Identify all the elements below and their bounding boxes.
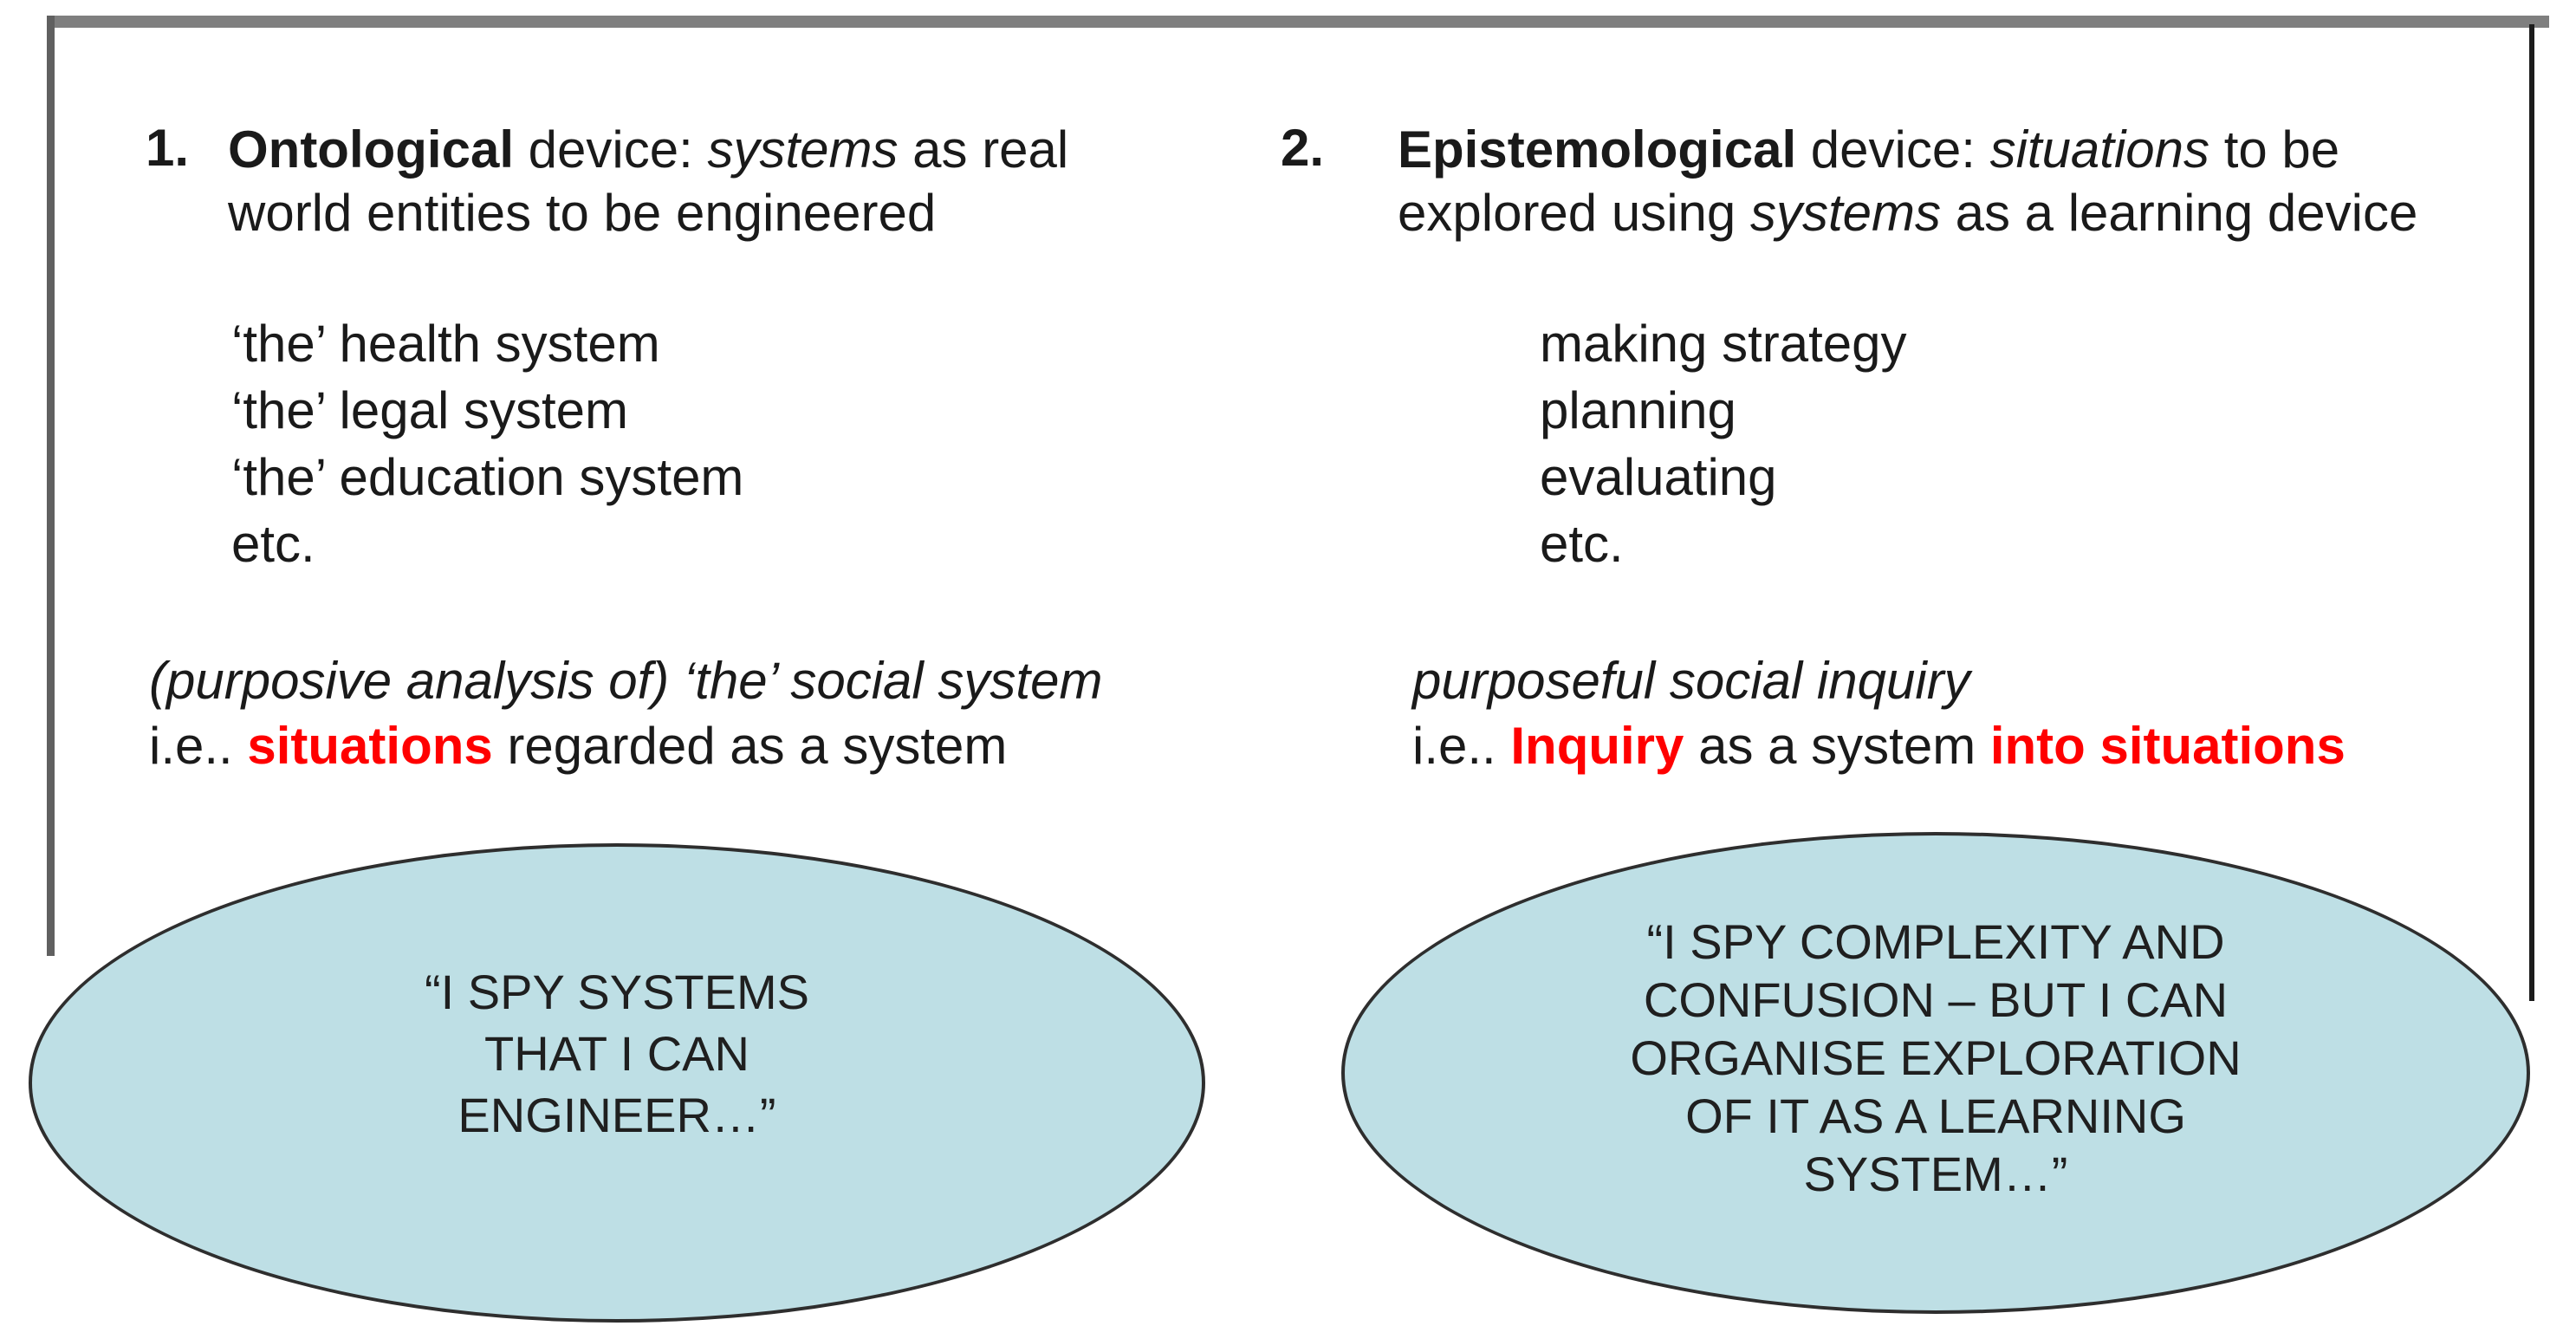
ontological-summary: (purposive analysis of) ‘the’ social sys… (149, 648, 1102, 778)
list-item: making strategy (1540, 315, 1907, 373)
epistemological-speech-ellipse: “I SPY COMPLEXITY AND CONFUSION – BUT I … (1341, 832, 2530, 1314)
list-item: etc. (231, 515, 315, 573)
speech-line: ENGINEER…” (457, 1088, 776, 1142)
speech-line: “I SPY SYSTEMS (425, 965, 809, 1019)
epistemological-heading: Epistemological device: situations to be… (1398, 118, 2417, 244)
ontological-examples-list: ‘the’ health system ‘the’ legal system ‘… (231, 310, 743, 577)
frame-left-border (47, 16, 55, 956)
epistemological-heading-line-2: explored using systems as a learning dev… (1398, 184, 2418, 242)
ontological-heading-line-1: Ontological device: systems as real (228, 120, 1069, 179)
epistemological-summary: purposeful social inquiry i.e.. Inquiry … (1412, 648, 2346, 778)
speech-line: THAT I CAN (484, 1026, 749, 1081)
frame-top-border (47, 16, 2549, 28)
speech-line: SYSTEM…” (1803, 1146, 2068, 1201)
epistemological-ie-line: i.e.. Inquiry as a system into situation… (1412, 717, 2346, 775)
ontological-item-number: 1. (146, 119, 190, 177)
ontological-italic-line: (purposive analysis of) ‘the’ social sys… (149, 652, 1103, 710)
ontological-ie-line: i.e.. situations regarded as a system (149, 717, 1008, 775)
ontological-heading-line-2: world entities to be engineered (228, 184, 937, 242)
list-item: planning (1540, 381, 1736, 439)
list-item: ‘the’ legal system (231, 381, 628, 439)
list-item: ‘the’ education system (231, 448, 744, 506)
speech-line: “I SPY COMPLEXITY AND (1646, 913, 2225, 969)
speech-line: ORGANISE EXPLORATION (1630, 1030, 2242, 1085)
ontological-speech-ellipse: “I SPY SYSTEMS THAT I CAN ENGINEER…” (29, 843, 1205, 1323)
list-item: ‘the’ health system (231, 315, 660, 373)
epistemological-examples-list: making strategy planning evaluating etc. (1540, 310, 1907, 577)
frame-right-border (2529, 24, 2534, 1001)
ontological-heading: Ontological device: systems as real worl… (228, 118, 1068, 244)
epistemological-heading-line-1: Epistemological device: situations to be (1398, 120, 2340, 179)
epistemological-speech-text: “I SPY COMPLEXITY AND CONFUSION – BUT I … (1630, 913, 2241, 1234)
epistemological-italic-line: purposeful social inquiry (1412, 652, 1970, 710)
list-item: etc. (1540, 515, 1624, 573)
list-item: evaluating (1540, 448, 1777, 506)
speech-line: OF IT AS A LEARNING (1685, 1088, 2186, 1143)
epistemological-item-number: 2. (1281, 119, 1325, 177)
ontological-speech-text: “I SPY SYSTEMS THAT I CAN ENGINEER…” (425, 961, 809, 1205)
speech-line: CONFUSION – BUT I CAN (1643, 972, 2229, 1027)
